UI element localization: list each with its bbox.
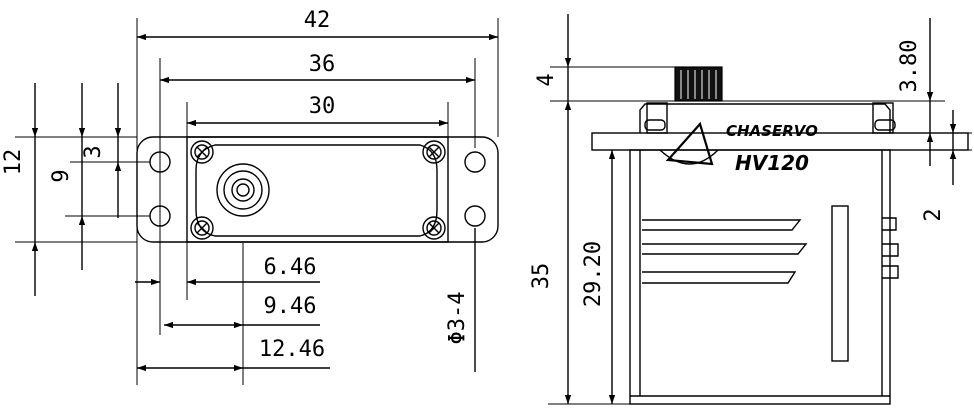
dim-height-3: 3 [81,83,122,218]
dim-body-width: 30 [187,94,448,127]
dim-text-35: 35 [529,263,554,290]
dim-text-2: 2 [921,208,946,221]
dim-height-9: 9 [49,83,86,270]
dim-text-36: 36 [309,52,336,77]
screw-icon [422,216,446,240]
screw-icon [190,216,214,240]
mount-hole-icon [149,151,171,173]
front-view: 42 36 30 12 9 3 [1,8,499,385]
chaservo-logo: CHASERVO HV120 [659,121,818,175]
label-slot [831,205,849,362]
dim-text-9: 9 [49,169,74,182]
dim-mount-hole-spacing: 36 [160,52,475,84]
servo-case-side [629,149,891,405]
dim-overall-width: 42 [137,8,498,41]
dim-text-12: 12 [1,149,26,176]
dim-spline-height: 4 [534,14,572,140]
dim-height-12: 12 [1,83,39,296]
dim-text-6-46: 6.46 [264,255,317,280]
servo-body-front [186,136,449,243]
wire-notches [882,217,899,279]
dim-offset-9-46: 9.46 [164,294,320,329]
dim-text-hole-diameter: Φ3-4 [445,292,470,345]
top-cap [639,103,891,133]
dim-offset-6-46: 6.46 [135,255,320,286]
side-view: CHASERVO HV120 4 35 [529,14,972,405]
logo-text: CHASERVO [726,122,818,140]
mount-hole-icon [149,205,171,227]
output-spline-icon [674,66,723,102]
screw-icon [422,140,446,164]
dim-total-height: 35 [529,140,572,404]
dim-text-3-80: 3.80 [897,40,922,93]
screw-icon [190,140,214,164]
dim-text-29-20: 29.20 [581,241,606,307]
output-shaft-icon [216,163,270,217]
dim-text-4: 4 [534,73,559,86]
mounting-holes [149,151,486,227]
mount-hole-icon [464,151,486,173]
dim-text-42: 42 [304,8,331,33]
dim-body-height: 29.20 [581,150,616,404]
dim-text-9-46: 9.46 [264,294,317,319]
dim-spline-top: 3.80 [897,18,934,166]
dim-hole-diameter: Φ3-4 [445,228,476,372]
cooling-fins [642,219,808,284]
model-text: HV120 [735,151,809,175]
dim-text-12-46: 12.46 [259,337,325,362]
mount-hole-icon [464,205,486,227]
dim-text-3: 3 [81,145,106,158]
case-screws [190,140,446,240]
dim-offset-12-46: 12.46 [137,337,330,372]
dim-flange-thickness: 2 [921,110,957,222]
dim-text-30: 30 [309,94,336,119]
